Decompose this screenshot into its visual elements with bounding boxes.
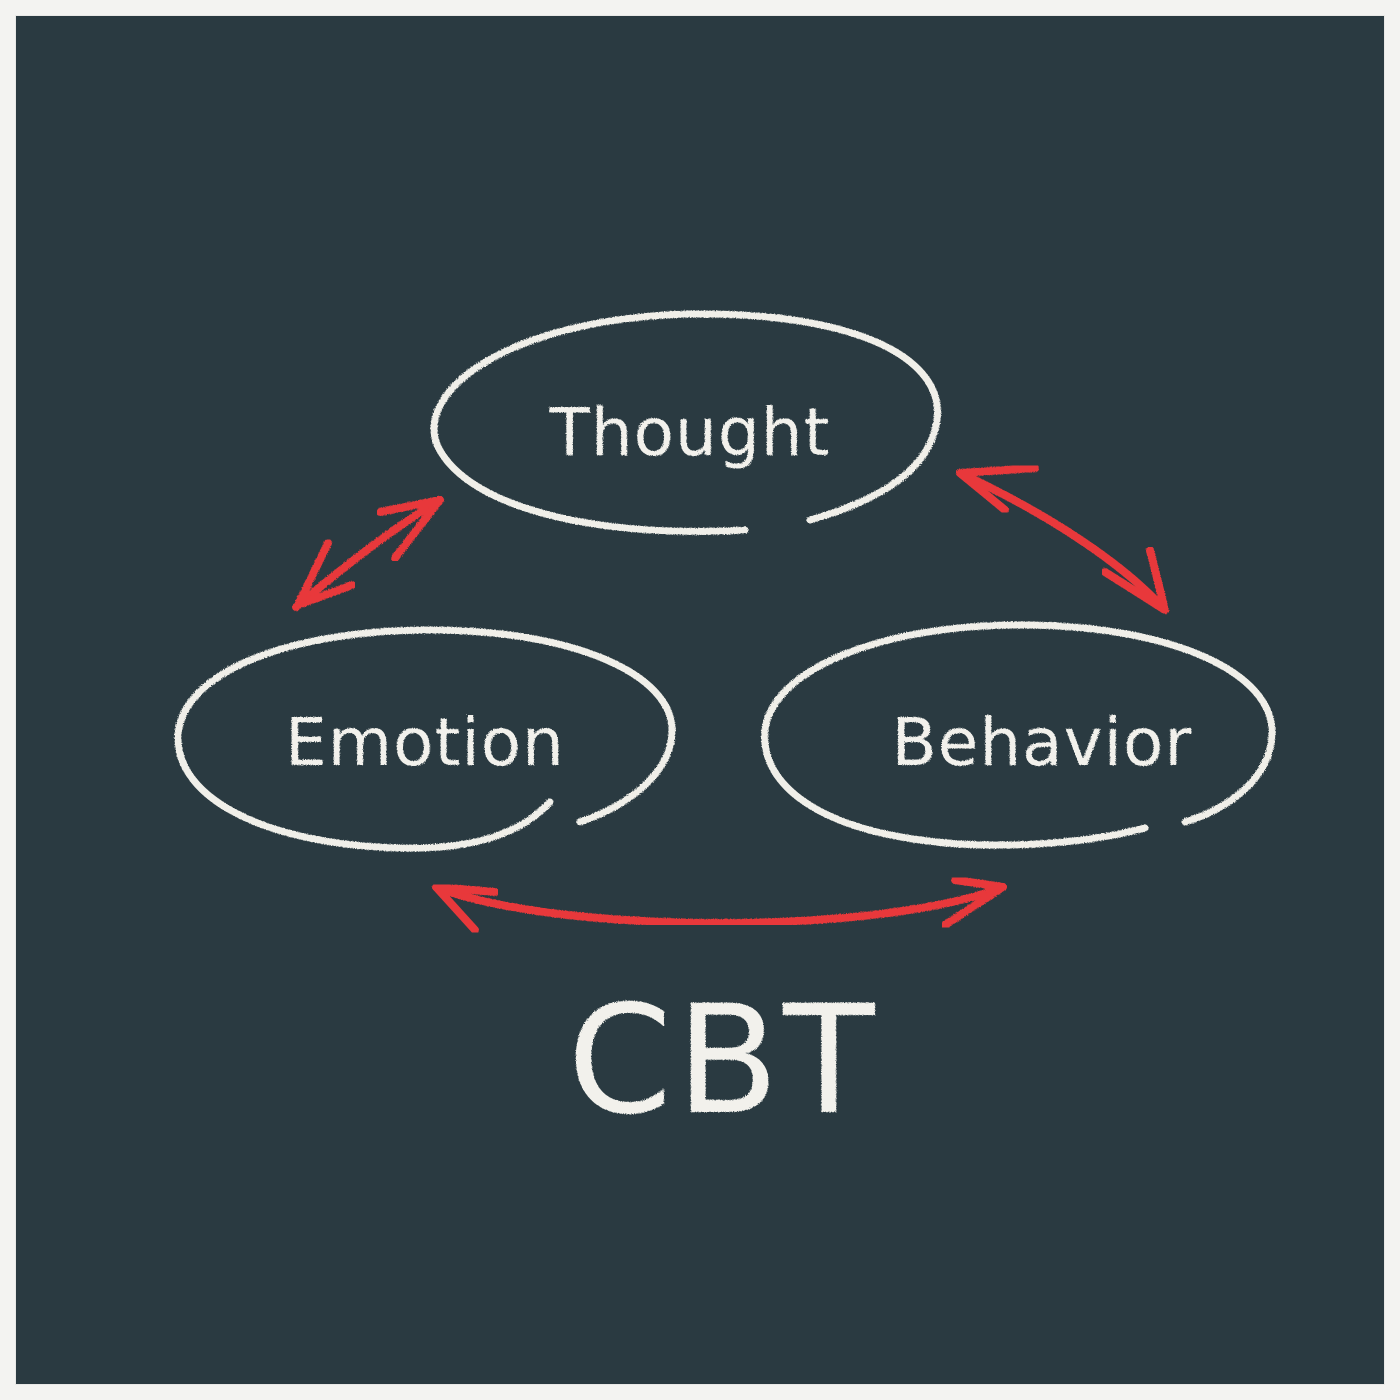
emotion-ellipse [174, 626, 676, 852]
arrow-head-behavior [941, 876, 1007, 929]
emotion-label: Emotion [285, 704, 565, 781]
chalkboard [16, 16, 1384, 1384]
arrow-thought-emotion [292, 496, 444, 611]
arrow-thought-behavior [956, 464, 1169, 614]
node-behavior: Behavior [761, 621, 1276, 849]
arrow-head-emotion [432, 883, 499, 934]
behavior-label: Behavior [891, 704, 1192, 781]
thought-ellipse [430, 310, 941, 535]
arrow-shaft [292, 496, 444, 611]
arrow-shaft [432, 883, 1007, 927]
behavior-ellipse [761, 621, 1276, 849]
arrow-emotion-behavior [432, 876, 1007, 934]
arrow-head-thought [956, 464, 1039, 514]
node-emotion: Emotion [174, 626, 676, 852]
node-thought: Thought [430, 310, 941, 535]
diagram-title: CBT [567, 974, 878, 1148]
arrow-head-emotion [294, 539, 356, 609]
arrow-head-thought [376, 496, 444, 562]
arrow-head-behavior [1101, 546, 1169, 614]
arrow-shaft [956, 469, 1169, 614]
thought-label: Thought [549, 394, 831, 471]
